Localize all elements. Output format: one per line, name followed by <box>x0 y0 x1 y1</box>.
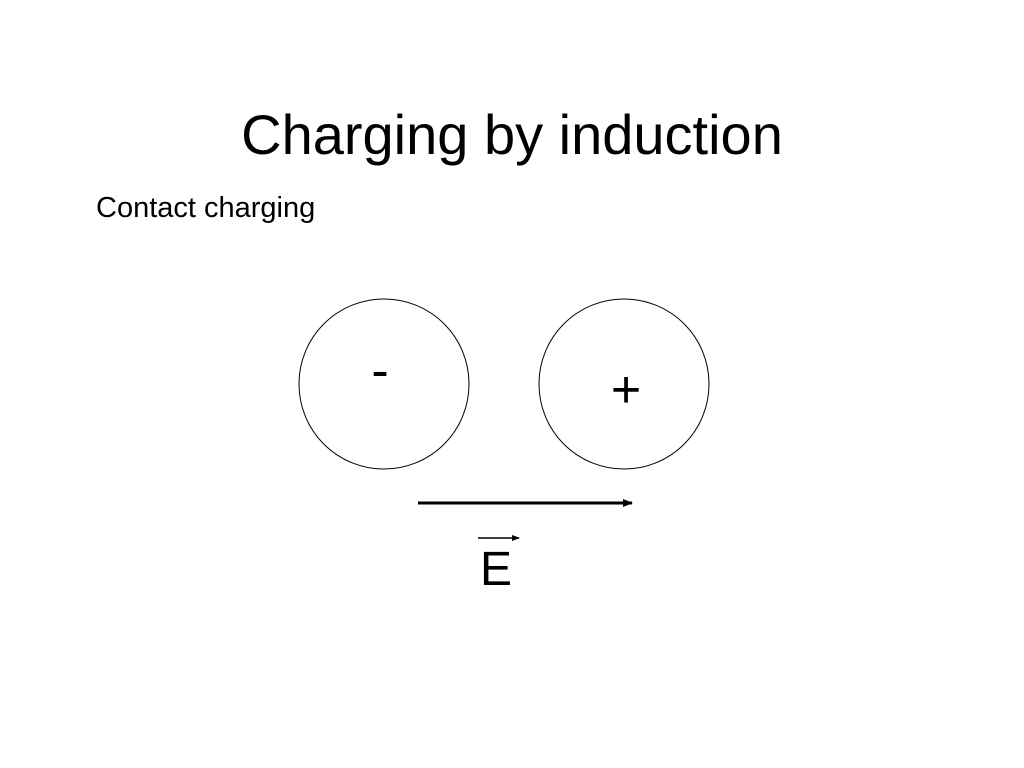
field-label-group: E <box>478 535 520 596</box>
negative-charge-label: - <box>371 342 388 400</box>
right-sphere-outline <box>538 298 710 470</box>
left-sphere: - <box>298 298 470 470</box>
positive-charge-label: + <box>611 361 641 419</box>
field-label: E <box>480 543 512 596</box>
left-sphere-outline <box>298 298 470 470</box>
slide-subtitle: Contact charging <box>96 192 316 224</box>
right-sphere: + <box>538 298 710 470</box>
slide-title: Charging by induction <box>241 103 783 166</box>
